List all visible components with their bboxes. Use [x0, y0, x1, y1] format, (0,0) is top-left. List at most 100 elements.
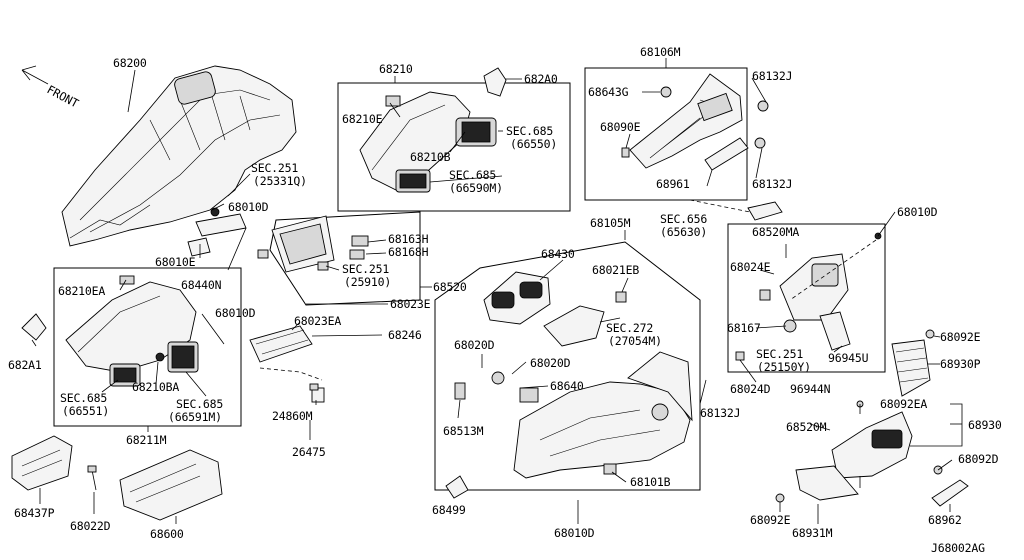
label-sec251-25331Q-line2: (25331Q) [253, 174, 307, 188]
label-68168H: 68168H [388, 245, 429, 259]
label-68246: 68246 [388, 328, 422, 342]
label-68643G: 68643G [588, 85, 629, 99]
label-68210EA: 68210EA [58, 284, 105, 298]
lid-68440N-part [187, 207, 247, 257]
lid-68437P-part [11, 435, 73, 491]
label-96944N: 96944N [790, 382, 831, 396]
screw-68022D-part [87, 465, 97, 491]
label-96945U: 96945U [828, 351, 869, 365]
label-68931M: 68931M [792, 526, 833, 540]
label-sec685-66550-line2: (66550) [510, 137, 557, 151]
display-unit-part [257, 215, 369, 273]
label-68520M: 68520M [786, 420, 827, 434]
label-682A0: 682A0 [524, 72, 558, 86]
center-bezel-part [359, 91, 497, 193]
label-68106M: 68106M [640, 45, 681, 59]
label-68513M: 68513M [443, 424, 484, 438]
clock-24860M-part [309, 383, 325, 403]
front-label: FRONT [45, 82, 81, 110]
label-68023EA: 68023EA [294, 314, 341, 328]
frame-68520M [727, 223, 886, 373]
label-68600: 68600 [150, 527, 184, 541]
label-68092E-top: 68092E [940, 330, 981, 344]
label-68092D: 68092D [958, 452, 999, 466]
instrument-panel-part [61, 65, 297, 247]
frame-68520 [269, 211, 421, 306]
label-sec685-66591M-line2: (66591M) [168, 410, 222, 424]
cup-holder-68430-part [483, 271, 627, 347]
label-68024E: 68024E [730, 260, 771, 274]
frame-68105M [434, 241, 701, 491]
bracket-682A0-part [483, 67, 507, 97]
label-68132J-c: 68132J [700, 406, 740, 420]
label-68023E: 68023E [390, 297, 431, 311]
label-68092EA: 68092EA [880, 397, 927, 411]
label-68010D-top: 68010D [228, 200, 269, 214]
label-sec251-25150Y-line2: (25150Y) [757, 360, 811, 374]
label-68132J-a: 68132J [752, 69, 792, 83]
label-68010D-bottom: 68010D [554, 526, 595, 540]
label-sec272-line2: (27054M) [608, 334, 662, 348]
label-sec272-line1: SEC.272 [606, 321, 653, 335]
label-68090E: 68090E [600, 120, 641, 134]
label-68020D-b: 68020D [530, 356, 571, 370]
label-sec685-66590M-line2: (66590M) [449, 181, 503, 195]
panel-68931M-part [795, 465, 859, 501]
label-sec251-25910-line2: (25910) [344, 275, 391, 289]
label-68440N: 68440N [181, 278, 222, 292]
label-68210E: 68210E [342, 112, 383, 126]
label-68210B: 68210B [410, 150, 451, 164]
label-68021EB: 68021EB [592, 263, 639, 277]
label-68210BA: 68210BA [132, 380, 179, 394]
frame-68211M [53, 267, 242, 427]
frame-68210 [337, 82, 571, 212]
label-68010E: 68010E [155, 255, 196, 269]
glove-box-68600-part [119, 449, 223, 521]
label-sec251-25331Q-line1: SEC.251 [251, 161, 298, 175]
label-68024D: 68024D [730, 382, 771, 396]
label-26475: 26475 [292, 445, 326, 459]
label-68092E-bottom: 68092E [750, 513, 791, 527]
label-sec251-25910-line1: SEC.251 [342, 262, 389, 276]
bracket-68246-part [249, 325, 313, 363]
label-68010D-left: 68010D [215, 306, 256, 320]
label-68640: 68640 [550, 379, 584, 393]
label-68163H: 68163H [388, 232, 429, 246]
label-68020D-a: 68020D [454, 338, 495, 352]
label-682A1: 682A1 [8, 358, 42, 372]
label-68101B: 68101B [630, 475, 671, 489]
label-68437P: 68437P [14, 506, 55, 520]
label-68930P: 68930P [940, 357, 981, 371]
cover-68930-part [831, 400, 913, 479]
console-68105M-part [454, 351, 693, 479]
label-68430: 68430 [541, 247, 575, 261]
diagram-code: J68002AG [931, 541, 985, 555]
label-sec251-25150Y-line1: SEC.251 [756, 347, 803, 361]
grille-68930P-part [891, 329, 935, 397]
cover-682A1-part [21, 313, 47, 341]
label-sec685-66551-line1: SEC.685 [60, 391, 107, 405]
cover-68499-part [445, 475, 469, 499]
label-68499: 68499 [432, 503, 466, 517]
label-sec685-66591M-line1: SEC.685 [176, 397, 223, 411]
finisher-68106M-part [621, 73, 769, 171]
front-arrow-icon [21, 65, 49, 85]
label-sec685-66551-line2: (66551) [62, 404, 109, 418]
label-68167: 68167 [727, 321, 761, 335]
label-68010D-right: 68010D [897, 205, 938, 219]
label-68022D: 68022D [70, 519, 111, 533]
label-68105M: 68105M [590, 216, 631, 230]
label-sec656-line2: (65630) [660, 225, 707, 239]
label-68961: 68961 [656, 177, 690, 191]
label-sec685-66550-line1: SEC.685 [506, 124, 553, 138]
label-68211M: 68211M [126, 433, 167, 447]
label-68930: 68930 [968, 418, 1002, 432]
label-68962: 68962 [928, 513, 962, 527]
label-68520MA: 68520MA [752, 225, 799, 239]
finisher-68962-part [931, 479, 969, 507]
label-68132J-b: 68132J [752, 177, 792, 191]
bracket-65630-part [747, 201, 783, 221]
label-68210: 68210 [379, 62, 413, 76]
lower-panel-part [65, 275, 199, 387]
